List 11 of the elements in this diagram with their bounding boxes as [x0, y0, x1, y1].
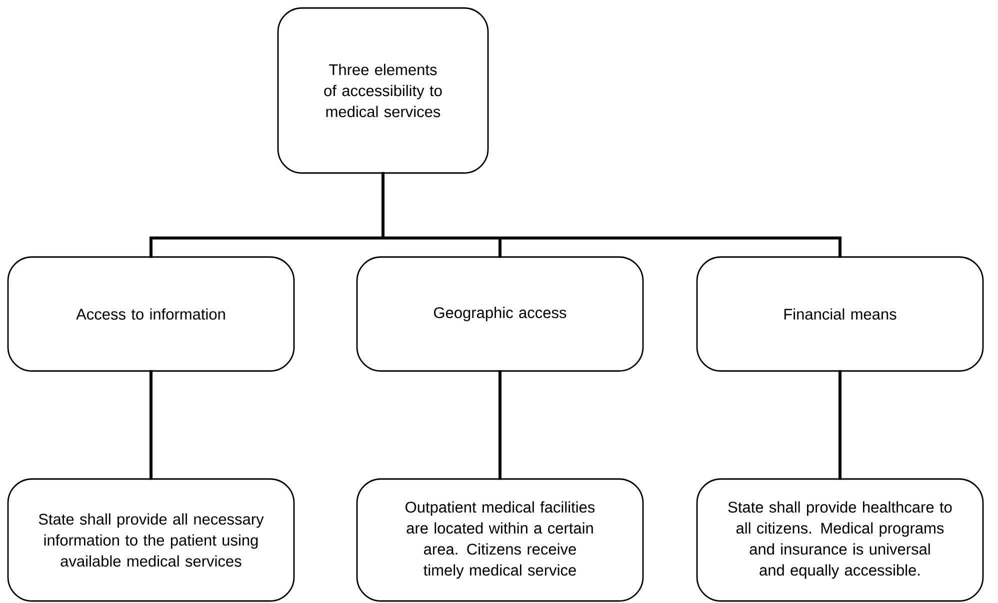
text-box: Access to information [7, 256, 295, 372]
text-box: Financial means [696, 256, 984, 372]
connector [382, 172, 842, 258]
connector [498, 370, 502, 480]
title-box: Three elements of accessibility to medical services [277, 7, 489, 174]
text-box: Geographic access [356, 256, 644, 372]
connector [150, 370, 152, 480]
text-box: Outpatient medical facilities are located within a certain area. Citizens receive timely medical service [356, 478, 644, 602]
connector [838, 370, 842, 480]
text-box: State shall provide healthcare to all citizens. Medical programs and insurance is universal and equally accessible. [696, 478, 984, 602]
text-box: State shall provide all necessary information to the patient using available medical services [7, 478, 295, 602]
